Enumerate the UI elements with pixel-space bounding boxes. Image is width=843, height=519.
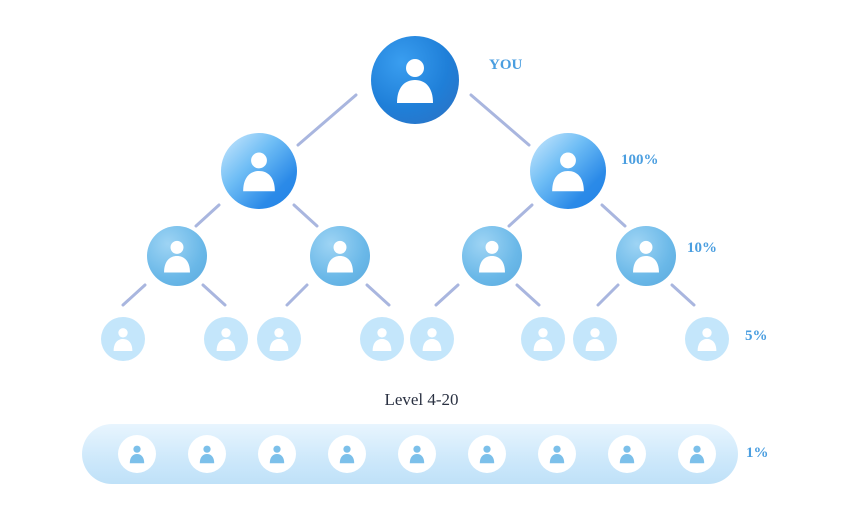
person-icon [243, 152, 275, 192]
level3-node [521, 317, 565, 361]
person-icon [199, 445, 215, 464]
level3-node [360, 317, 404, 361]
level4-20-percent: 1% [746, 445, 769, 461]
level3-node [573, 317, 617, 361]
deep-level-avatar [258, 435, 296, 473]
deep-level-avatar [118, 435, 156, 473]
level3-node [257, 317, 301, 361]
level2-node [616, 226, 676, 286]
person-icon [216, 328, 236, 351]
connector-l2a-left [121, 283, 147, 307]
level2-percent: 10% [687, 240, 717, 256]
person-icon [479, 240, 505, 273]
level1-percent: 100% [621, 152, 659, 168]
connector-l2c-left [434, 283, 460, 307]
person-icon [422, 328, 442, 351]
level3-node [410, 317, 454, 361]
person-icon [339, 445, 355, 464]
connector-l1a-right [292, 203, 319, 228]
person-icon [269, 328, 289, 351]
level3-node [204, 317, 248, 361]
level3-node [101, 317, 145, 361]
person-icon [619, 445, 635, 464]
person-icon [409, 445, 425, 464]
you-label: YOU [489, 57, 523, 73]
deep-level-avatar [608, 435, 646, 473]
person-icon [397, 59, 433, 103]
connector-root-right [469, 93, 531, 147]
connector-l1a-left [194, 203, 221, 228]
level2-node [462, 226, 522, 286]
connector-l2b-right [365, 283, 391, 307]
level3-node [685, 317, 729, 361]
person-icon [113, 328, 133, 351]
deep-level-avatar [328, 435, 366, 473]
person-icon [269, 445, 285, 464]
deep-level-avatar [678, 435, 716, 473]
connector-l2a-right [201, 283, 227, 307]
connector-l2d-left [596, 283, 620, 307]
person-icon [129, 445, 145, 464]
deep-level-avatar [398, 435, 436, 473]
person-icon [633, 240, 659, 273]
connector-l2b-left [285, 283, 309, 307]
person-icon [164, 240, 190, 273]
person-icon [372, 328, 392, 351]
level1-node-left [221, 133, 297, 209]
person-icon [479, 445, 495, 464]
person-icon [533, 328, 553, 351]
connector-l2c-right [515, 283, 541, 307]
level-range-label: Level 4-20 [384, 390, 459, 409]
level2-node [310, 226, 370, 286]
connector-l2d-right [670, 283, 696, 307]
deep-level-avatar [538, 435, 576, 473]
level2-node [147, 226, 207, 286]
you-node [371, 36, 459, 124]
person-icon [327, 240, 353, 273]
person-icon [585, 328, 605, 351]
person-icon [549, 445, 565, 464]
person-icon [689, 445, 705, 464]
person-icon [697, 328, 717, 351]
level1-node-right [530, 133, 606, 209]
connector-l1b-left [507, 203, 534, 228]
deep-level-avatar [468, 435, 506, 473]
connector-root-left [296, 93, 358, 147]
level4-20-bar [82, 424, 738, 484]
connector-l1b-right [600, 203, 627, 228]
person-icon [552, 152, 584, 192]
level3-percent: 5% [745, 328, 768, 344]
deep-level-avatar [188, 435, 226, 473]
